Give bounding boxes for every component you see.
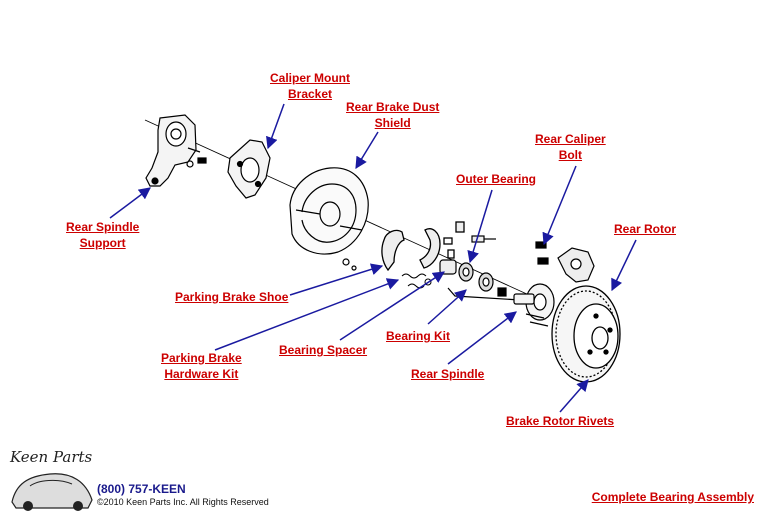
label-line: Bracket [287, 87, 333, 101]
logo-text: Keen Parts [10, 448, 93, 466]
parking-brake-shoe-part [381, 221, 465, 272]
label-line: Rear Brake Dust [346, 100, 440, 114]
label-rear-spindle-support[interactable]: Rear Spindle Support [66, 219, 139, 251]
label-line: Rear Caliper [535, 132, 606, 146]
label-line: Support [79, 236, 126, 250]
bearing-parts [439, 235, 521, 301]
arrow-hardware-kit [214, 278, 400, 351]
label-line: Shield [374, 116, 411, 130]
label-line: Parking Brake [161, 351, 242, 365]
hardware-kit-part [401, 273, 432, 289]
caliper-part [535, 241, 595, 283]
label-rear-brake-dust-shield[interactable]: Rear Brake Dust Shield [346, 99, 439, 131]
label-brake-rotor-rivets[interactable]: Brake Rotor Rivets [506, 414, 615, 428]
phone-number: (800) 757-KEEN [97, 482, 186, 496]
label-rear-rotor[interactable]: Rear Rotor [614, 222, 677, 236]
label-bearing-spacer[interactable]: Bearing Spacer [279, 343, 368, 357]
label-rear-caliper-bolt[interactable]: Rear Caliper Bolt [535, 131, 606, 163]
complete-bearing-assembly-link[interactable]: Complete Bearing Assembly [591, 490, 754, 504]
label-rear-spindle[interactable]: Rear Spindle [411, 367, 485, 381]
arrow-rear-rotor [611, 239, 637, 292]
keen-parts-car-logo [11, 473, 93, 511]
arrow-brake-rotor-rivets [559, 379, 589, 413]
arrow-bearing-spacer [339, 271, 446, 341]
arrow-dust-shield [355, 131, 379, 170]
arrow-caliper-mount-bracket [266, 103, 285, 150]
arrow-bearing-kit [427, 289, 467, 325]
label-outer-bearing[interactable]: Outer Bearing [456, 172, 537, 186]
label-line: Bolt [558, 148, 583, 162]
label-parking-brake-hardware-kit[interactable]: Parking Brake Hardware Kit [161, 350, 242, 382]
label-line: Hardware Kit [164, 367, 239, 381]
rear-rotor-part [551, 285, 621, 383]
arrow-outer-bearing [467, 189, 493, 264]
label-line: Caliper Mount [270, 71, 350, 85]
arrow-rear-spindle-support [109, 187, 151, 219]
rear-spindle-part [513, 283, 555, 327]
label-bearing-kit[interactable]: Bearing Kit [386, 329, 451, 343]
arrow-rear-spindle [447, 311, 517, 365]
dust-shield-part [289, 167, 369, 271]
label-line: Rear Spindle [66, 220, 140, 234]
caliper-mount-bracket-part [227, 139, 271, 199]
rear-spindle-support-part [145, 114, 207, 187]
copyright-text: ©2010 Keen Parts Inc. All Rights Reserve… [97, 497, 269, 507]
label-parking-brake-shoe[interactable]: Parking Brake Shoe [175, 290, 289, 304]
arrow-rear-caliper-bolt [542, 165, 577, 246]
label-caliper-mount-bracket[interactable]: Caliper Mount Bracket [270, 70, 350, 102]
arrow-parking-brake-shoe [289, 263, 384, 296]
